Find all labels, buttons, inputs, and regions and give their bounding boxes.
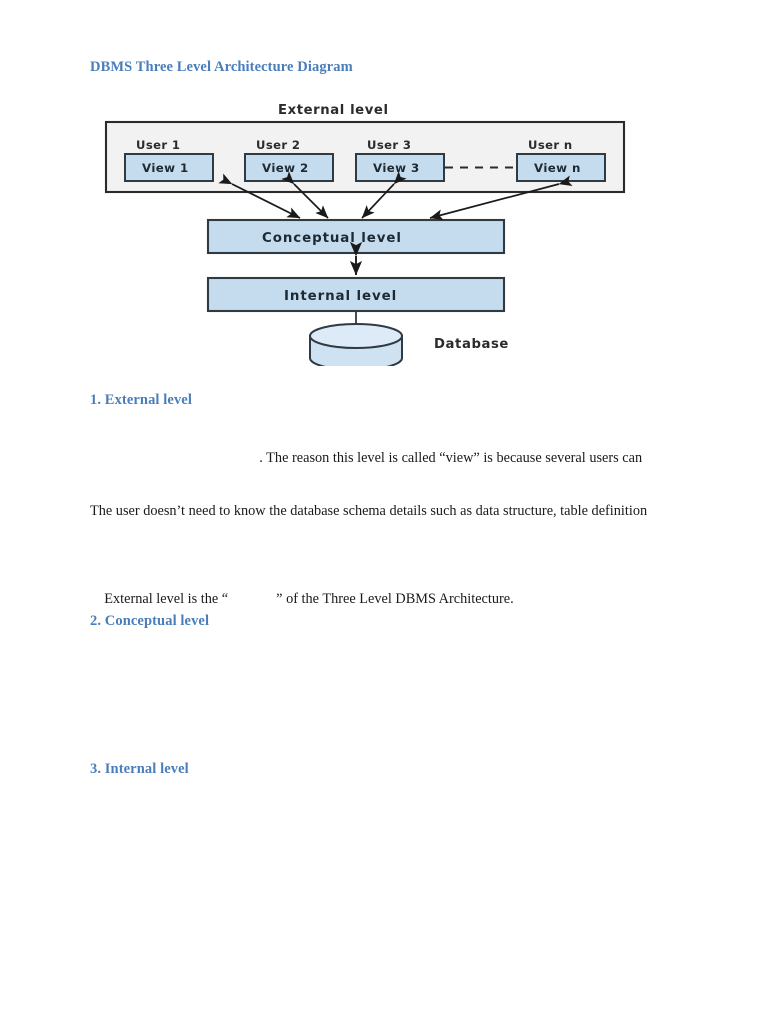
user-1-label: User 1 — [136, 138, 180, 152]
external-level-caption: External level — [278, 103, 389, 118]
internal-level-label: Internal level — [284, 289, 397, 304]
view-2-label: View 2 — [262, 161, 309, 175]
paragraph-external-level-1: . The reason this level is called “view”… — [90, 432, 642, 486]
paragraph-text-before: External level is the “ — [104, 590, 229, 607]
conceptual-level-label: Conceptual level — [262, 231, 402, 246]
database-label: Database — [434, 337, 509, 352]
view-3-label: View 3 — [373, 161, 420, 175]
database-cylinder — [309, 323, 403, 366]
dbms-architecture-diagram: External level User 1 View 1 User 2 View… — [104, 96, 644, 366]
arrow-viewn-conceptual — [429, 175, 573, 221]
paragraph-external-level-2: The user doesn’t need to know the databa… — [90, 503, 648, 519]
view-1-box — [124, 153, 214, 182]
paragraph-external-level-3: External level is the “ ” of the Three Le… — [90, 573, 514, 627]
arrow-view3-conceptual — [361, 171, 407, 219]
paragraph-text: . The reason this level is called “view”… — [259, 449, 643, 466]
view-n-label: View n — [534, 161, 581, 175]
user-n-label: User n — [528, 138, 573, 152]
section-heading-conceptual-level: 2. Conceptual level — [90, 613, 210, 629]
section-heading-external-level: 1. External level — [90, 392, 192, 408]
paragraph-text-after: ” of the Three Level DBMS Architecture. — [276, 590, 514, 607]
section-heading-internal-level: 3. Internal level — [90, 761, 189, 777]
page-title: DBMS Three Level Architecture Diagram — [90, 59, 353, 75]
view-1-label: View 1 — [142, 161, 189, 175]
user-2-label: User 2 — [256, 138, 300, 152]
arrow-view2-conceptual — [281, 171, 329, 219]
user-3-label: User 3 — [367, 138, 411, 152]
